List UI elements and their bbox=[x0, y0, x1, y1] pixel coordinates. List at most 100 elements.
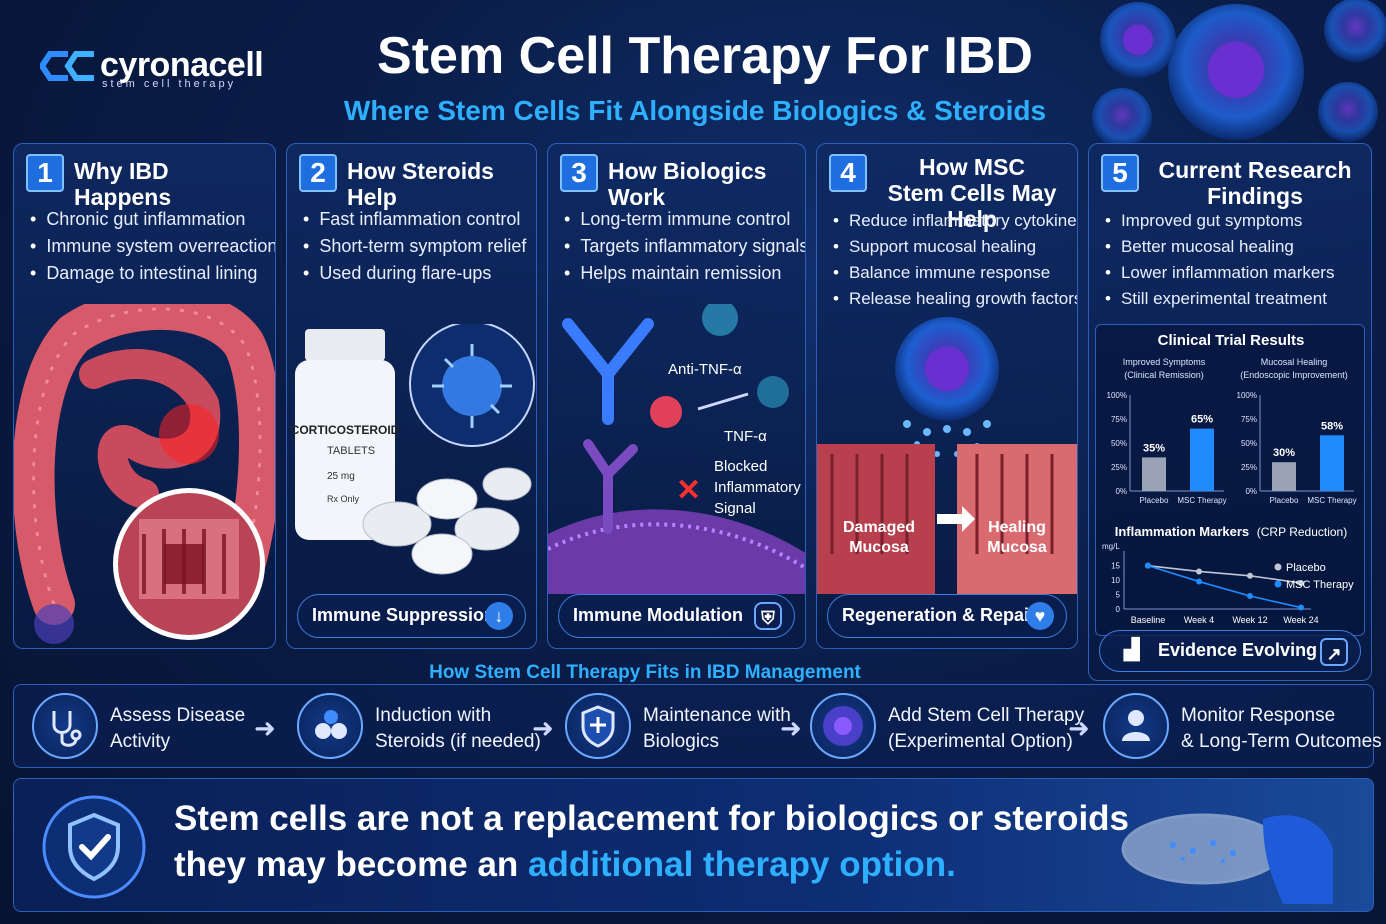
flow-arrow-icon: ➜ bbox=[780, 713, 802, 743]
x-tick-label: Week 24 bbox=[1283, 615, 1318, 625]
y-tick-label: 0 bbox=[1116, 605, 1121, 614]
bar-chart-subtitle: (Endoscopic Improvement) bbox=[1240, 370, 1348, 380]
shield-check-icon bbox=[42, 795, 146, 899]
bar-chart-symptoms: Improved Symptoms(Clinical Remission)100… bbox=[1107, 357, 1227, 505]
legend-swatch bbox=[1274, 580, 1282, 588]
x-tick-label: MSC Therapy bbox=[1307, 496, 1356, 505]
panel-title: Current Research Findings bbox=[1145, 157, 1365, 209]
damaged-label-line1: Damaged bbox=[843, 519, 915, 536]
pill-label: Immune Modulation bbox=[573, 605, 743, 625]
flow-step-line2: Activity bbox=[110, 731, 171, 752]
flow-step-line1: Assess Disease bbox=[110, 705, 246, 726]
panel-number-badge: 5 bbox=[1101, 154, 1139, 192]
bullet-item: Lower inflammation markers bbox=[1105, 260, 1363, 286]
bar bbox=[1190, 428, 1214, 491]
immune-suppression-pill: Immune Suppression ↓ bbox=[297, 594, 526, 638]
bullet-item: Reduce inflammatory cytokines bbox=[833, 208, 1077, 234]
x-tick-label: Baseline bbox=[1131, 615, 1166, 625]
y-tick-label: 25% bbox=[1241, 463, 1257, 472]
bar-chart-mucosal: Mucosal Healing(Endoscopic Improvement)1… bbox=[1237, 357, 1357, 505]
pill-label: Immune Suppression bbox=[312, 605, 496, 625]
bullet-item: Support mucosal healing bbox=[833, 234, 1069, 260]
data-point bbox=[1247, 572, 1253, 579]
flow-step-line1: Add Stem Cell Therapy bbox=[888, 705, 1085, 726]
bar bbox=[1272, 462, 1296, 491]
bullet-item: Fast inflammation control bbox=[303, 206, 528, 233]
trial-title: Clinical Trial Results bbox=[1158, 332, 1305, 349]
heart-icon: ♥ bbox=[1026, 602, 1054, 630]
flow-step-line2: Biologics bbox=[643, 731, 720, 752]
banner-line-2: they may become an additional therapy op… bbox=[174, 845, 956, 885]
bar-value-label: 65% bbox=[1191, 414, 1213, 426]
regeneration-repair-pill: Regeneration & Repair ♥ bbox=[827, 594, 1067, 638]
flow-step-line2: & Long-Term Outcomes bbox=[1181, 731, 1382, 752]
bar-chart-icon: ▟ bbox=[1124, 639, 1140, 661]
panel-number-badge: 2 bbox=[299, 154, 337, 192]
bottle-label-rx: Rx Only bbox=[327, 494, 360, 504]
y-tick-label: 0% bbox=[1245, 487, 1257, 496]
bar bbox=[1320, 435, 1344, 491]
bullet-item: Immune system overreaction bbox=[30, 233, 275, 260]
bottle-label-dose: 25 mg bbox=[327, 471, 355, 482]
blocked-label-line1: Blocked bbox=[714, 458, 767, 475]
flow-arrow-icon: ➜ bbox=[532, 713, 554, 743]
bar-value-label: 30% bbox=[1273, 447, 1295, 459]
logo-mark-icon bbox=[40, 51, 94, 81]
x-tick-label: Week 12 bbox=[1232, 615, 1267, 625]
trend-up-icon: ↗ bbox=[1320, 638, 1348, 666]
immune-modulation-pill: Immune Modulation ⛨ bbox=[558, 594, 795, 638]
data-point bbox=[1247, 593, 1253, 599]
legend-swatch bbox=[1274, 563, 1282, 571]
stem-cell-icon bbox=[810, 693, 876, 759]
markers-title: Inflammation Markers bbox=[1115, 524, 1249, 539]
clinical-trial-box: Clinical Trial Results Improved Symptoms… bbox=[1095, 324, 1365, 636]
series-line bbox=[1147, 564, 1302, 609]
petri-dish-illustration bbox=[1121, 813, 1333, 904]
panel-title-line1: Current Research bbox=[1158, 157, 1352, 183]
y-tick-label: 100% bbox=[1237, 391, 1257, 400]
antibody-illustration: Anti-TNF-α TNF-α Blocked Inflammatory Si… bbox=[548, 304, 805, 594]
inflamed-colon-illustration bbox=[14, 304, 275, 644]
x-tick-label: Placebo bbox=[1140, 496, 1169, 505]
banner-line-1: Stem cells are not a replacement for bio… bbox=[174, 799, 1130, 838]
panel-msc: 4 How MSC Stem Cells May Help Reduce inf… bbox=[816, 143, 1078, 649]
bullet-item: Better mucosal healing bbox=[1105, 234, 1363, 260]
panel-title: Why IBD Happens bbox=[74, 158, 172, 210]
panel-title: How Biologics Work bbox=[608, 158, 767, 210]
flow-step-text: Monitor Response & Long-Term Outcomes bbox=[1181, 703, 1382, 755]
conclusion-banner: Stem cells are not a replacement for bio… bbox=[13, 778, 1374, 912]
brand-logo: cyronacell stem cell therapy bbox=[40, 46, 300, 94]
y-tick-label: 25% bbox=[1111, 463, 1127, 472]
healing-label-line1: Healing bbox=[988, 519, 1046, 536]
legend-label: Placebo bbox=[1286, 562, 1326, 574]
panel-why-ibd: 1 Why IBD Happens Chronic gut inflammati… bbox=[13, 143, 276, 649]
y-axis-label: mg/L bbox=[1102, 542, 1120, 551]
page-subtitle: Where Stem Cells Fit Alongside Biologics… bbox=[343, 95, 1047, 126]
pills-icon bbox=[297, 693, 363, 759]
x-tick-label: Placebo bbox=[1270, 496, 1299, 505]
blocked-label-line2: Inflammatory bbox=[714, 479, 801, 496]
y-tick-label: 50% bbox=[1111, 439, 1127, 448]
bullet-list: Fast inflammation control Short-term sym… bbox=[303, 206, 528, 287]
svg-text:✕: ✕ bbox=[676, 474, 701, 507]
stethoscope-icon bbox=[32, 693, 98, 759]
bullet-item: Still experimental treatment bbox=[1105, 286, 1363, 312]
bottle-label-name: CORTICOSTEROID bbox=[291, 423, 400, 437]
steroid-pills-illustration: CORTICOSTEROID TABLETS 25 mg Rx Only bbox=[291, 324, 535, 575]
brand-tagline: stem cell therapy bbox=[102, 78, 237, 90]
panel-title-line1: How MSC bbox=[918, 154, 1026, 180]
y-tick-label: 15 bbox=[1111, 562, 1120, 571]
x-tick-label: MSC Therapy bbox=[1177, 496, 1226, 505]
anti-tnf-label: Anti-TNF-α bbox=[668, 361, 742, 378]
bullet-list: Long-term immune control Targets inflamm… bbox=[564, 206, 805, 287]
bullet-item: Used during flare-ups bbox=[303, 260, 528, 287]
data-point bbox=[1145, 562, 1151, 569]
y-tick-label: 75% bbox=[1111, 415, 1127, 424]
panel-research: 5 Current Research Findings Improved gut… bbox=[1088, 143, 1372, 681]
healing-label-line2: Mucosa bbox=[987, 539, 1047, 556]
bullet-list: Improved gut symptoms Better mucosal hea… bbox=[1105, 208, 1363, 312]
y-tick-label: 10 bbox=[1111, 576, 1120, 585]
pill-label: Regeneration & Repair bbox=[842, 605, 1037, 625]
arrow-down-icon: ↓ bbox=[485, 602, 513, 630]
